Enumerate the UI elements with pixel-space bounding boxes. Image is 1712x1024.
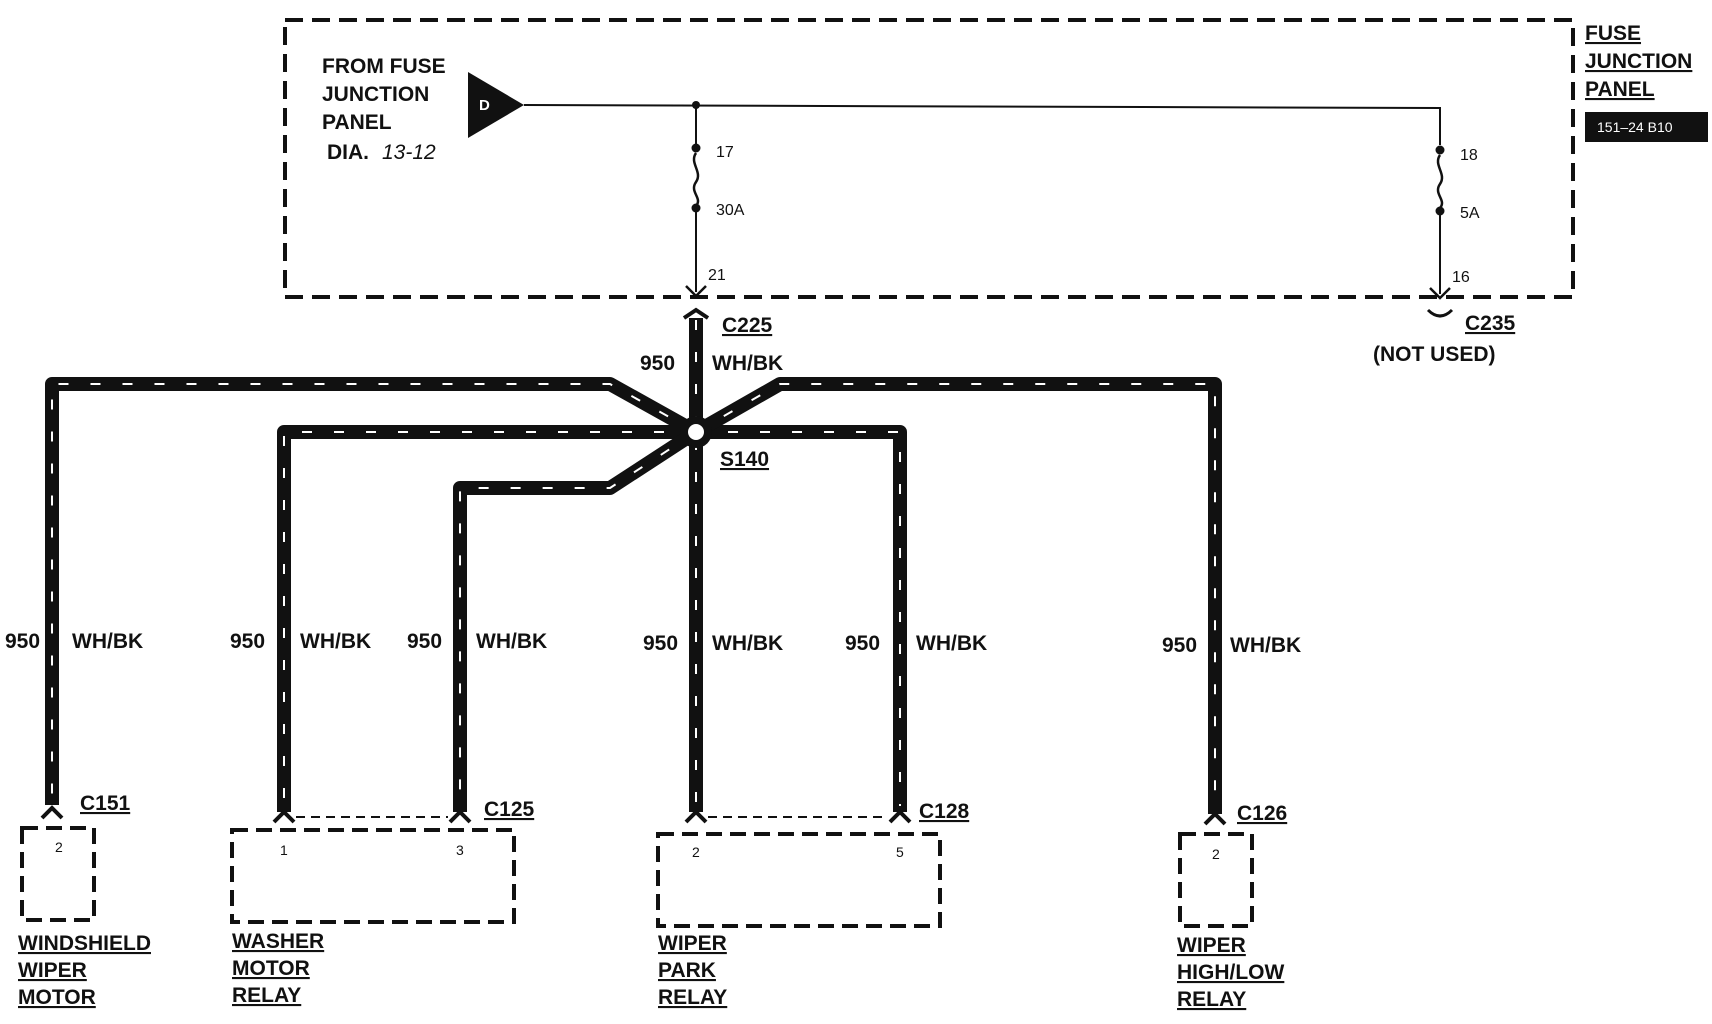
wire-label-2-color: WH/BK [300, 630, 371, 653]
fuse-18-output-pin: 16 [1452, 269, 1470, 286]
fuse-18-number: 18 [1460, 147, 1478, 164]
wiper-high-low-relay-pin-1: 2 [1212, 846, 1220, 862]
wire-label-5-color: WH/BK [916, 632, 987, 655]
wiper-park-relay-pin-1: 2 [692, 844, 700, 860]
fuse-junction-panel-box [283, 18, 1575, 299]
wire-label-6-circuit: 950 [1162, 634, 1197, 657]
splice-s140: S140 [680, 416, 769, 471]
washer-motor-relay-box [230, 828, 516, 924]
fuse-17-number: 17 [716, 144, 734, 161]
splice-s140-label: S140 [720, 448, 769, 471]
source-terminal-icon: D [468, 72, 524, 138]
source-label-line-3: PANEL [322, 111, 392, 134]
wire-label-3-circuit: 950 [407, 630, 442, 653]
wire-label-5-circuit: 950 [845, 632, 880, 655]
wire-labels: 950 WH/BK 950 WH/BK 950 WH/BK 950 WH/BK … [5, 352, 1301, 657]
wire-label-1-circuit: 950 [5, 630, 40, 653]
diagram-reference-number: 13-12 [382, 141, 436, 164]
connector-c126-label: C126 [1237, 802, 1287, 825]
washer-motor-relay-pin-2: 3 [456, 842, 464, 858]
panel-code: 151–24 B10 [1597, 119, 1673, 135]
diagram-reference-prefix: DIA. [327, 141, 369, 164]
connector-c125-label: C125 [484, 798, 535, 821]
connector-c151-label: C151 [80, 792, 131, 815]
wire-label-4-color: WH/BK [712, 632, 783, 655]
wiper-high-low-relay-name-1: WIPER [1177, 934, 1246, 957]
wire-label-1-color: WH/BK [72, 630, 143, 653]
connector-c235-label: C235 [1465, 312, 1516, 335]
component-names: WINDSHIELD WIPER MOTOR WASHER MOTOR RELA… [18, 930, 1284, 1011]
fuse-17: 17 30A 21 [685, 143, 745, 298]
washer-motor-relay-pin-1: 1 [280, 842, 288, 858]
connector-c128-label: C128 [919, 800, 970, 823]
source-terminal-letter: D [479, 97, 490, 114]
washer-motor-relay-name-1: WASHER [232, 930, 324, 953]
wiper-park-relay-name-2: PARK [658, 959, 716, 982]
windshield-wiper-motor-name-1: WINDSHIELD [18, 932, 151, 955]
wiper-high-low-relay-name-3: RELAY [1177, 988, 1246, 1011]
panel-title-line-3: PANEL [1585, 78, 1655, 101]
wire-label-2-circuit: 950 [230, 630, 265, 653]
wire-label-main-circuit: 950 [640, 352, 675, 375]
connector-c235: C235 (NOT USED) [1373, 308, 1516, 366]
wiper-park-relay-name-1: WIPER [658, 932, 727, 955]
panel-title-line-1: FUSE [1585, 22, 1641, 45]
wiper-high-low-relay-box [1178, 832, 1254, 928]
connector-c235-status: (NOT USED) [1373, 343, 1496, 366]
panel-title-line-2: JUNCTION [1585, 50, 1692, 73]
washer-motor-relay-name-2: MOTOR [232, 957, 310, 980]
wire-label-6-color: WH/BK [1230, 634, 1301, 657]
component-boxes [20, 826, 1254, 928]
connector-c225: C225 [682, 307, 773, 337]
wire-label-3-color: WH/BK [476, 630, 547, 653]
washer-motor-relay-name-3: RELAY [232, 984, 301, 1007]
source-label: FROM FUSE JUNCTION PANEL DIA. 13-12 [322, 55, 446, 164]
panel-title: FUSE JUNCTION PANEL 151–24 B10 [1585, 22, 1708, 142]
windshield-wiper-motor-name-2: WIPER [18, 959, 87, 982]
wiper-park-relay-box [656, 832, 942, 928]
fuse-18-rating: 5A [1460, 205, 1480, 222]
windshield-wiper-motor-box [20, 826, 96, 922]
fuse-17-rating: 30A [716, 202, 745, 219]
fuse-18: 18 5A 16 [1429, 145, 1480, 300]
harness-wires [45, 318, 1222, 814]
wire-label-4-circuit: 950 [643, 632, 678, 655]
source-label-line-2: JUNCTION [322, 83, 429, 106]
wiper-park-relay-pin-2: 5 [896, 844, 904, 860]
windshield-wiper-motor-name-3: MOTOR [18, 986, 96, 1009]
wiper-park-relay-name-3: RELAY [658, 986, 727, 1009]
connector-terminals [40, 805, 1227, 826]
connector-c225-label: C225 [722, 314, 773, 337]
wiper-high-low-relay-name-2: HIGH/LOW [1177, 961, 1284, 984]
windshield-wiper-motor-pin-1: 2 [55, 839, 63, 855]
source-label-line-1: FROM FUSE [322, 55, 446, 78]
fuse-17-output-pin: 21 [708, 267, 726, 284]
bus-line [523, 104, 1441, 145]
wire-label-main-color: WH/BK [712, 352, 783, 375]
